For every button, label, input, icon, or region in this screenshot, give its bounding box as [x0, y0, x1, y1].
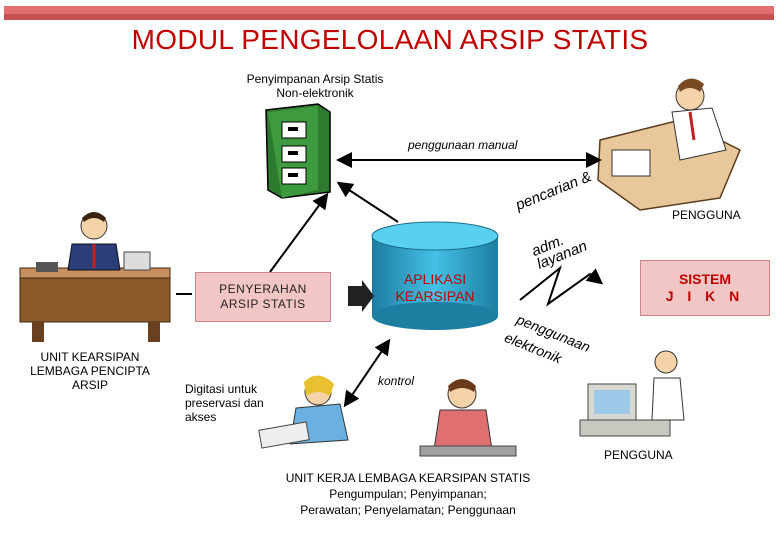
creator-unit-line2: LEMBAGA PENCIPTA: [30, 364, 150, 378]
app-line2: KEARSIPAN: [395, 288, 475, 304]
storage-label-line1: Penyimpanan Arsip Statis: [246, 72, 384, 86]
user-top-label: PENGGUNA: [672, 208, 741, 222]
digitize-label: Digitasi untuk preservasi dan akses: [185, 382, 281, 424]
records-staff-icon: [419, 379, 517, 457]
handover-to-app-arrow: [348, 280, 374, 312]
digitize-line2: preservasi dan: [185, 396, 264, 410]
unit-line3: Perawatan; Penyelamatan; Penggunaan: [300, 503, 516, 517]
handover-line2: ARSIP STATIS: [220, 297, 306, 311]
unit-line1: UNIT KERJA LEMBAGA KEARSIPAN STATIS: [285, 471, 531, 485]
creator-unit-line3: ARSIP: [71, 378, 108, 392]
filing-cabinet-icon: [265, 103, 331, 199]
title-banner: [4, 6, 774, 66]
sistem-line1: SISTEM: [678, 271, 732, 287]
page-title: MODUL PENGELOLAAN ARSIP STATIS: [131, 24, 649, 55]
user-with-computer-icon: [579, 350, 685, 437]
control-arrow: [343, 338, 391, 408]
storage-label-line2: Non-elektronik: [276, 86, 354, 100]
storage-label: Penyimpanan Arsip Statis Non-elektronik: [230, 72, 400, 100]
unit-line2: Pengumpulan; Penyimpanan;: [329, 487, 487, 501]
digitize-line3: akses: [185, 410, 217, 424]
user-at-desk-icon: [597, 78, 741, 211]
digitizing-staff-icon: [258, 375, 349, 449]
storage-to-handover-arrow: [269, 192, 329, 273]
creator-unit-line1: UNIT KEARSIPAN: [40, 350, 140, 364]
sistem-jikn-box: SISTEM J I K N: [640, 260, 770, 316]
digitize-line1: Digitasi untuk: [185, 382, 258, 396]
sistem-line2: J I K N: [665, 288, 745, 304]
app-line1: APLIKASI: [403, 271, 467, 287]
manual-use-label: penggunaan manual: [408, 138, 518, 152]
handover-line1: PENYERAHAN: [219, 282, 307, 296]
user-bottom-label: PENGGUNA: [604, 448, 673, 462]
lightning-bolt-icon: [519, 265, 604, 307]
archivist-at-desk-icon: [19, 212, 171, 342]
unit-kerja-label: UNIT KERJA LEMBAGA KEARSIPAN STATIS Peng…: [248, 470, 568, 518]
database-cylinder-icon: [371, 221, 499, 330]
app-to-storage-arrow: [336, 181, 399, 223]
creator-unit-label: UNIT KEARSIPAN LEMBAGA PENCIPTA ARSIP: [20, 350, 160, 392]
control-label: kontrol: [378, 374, 415, 388]
